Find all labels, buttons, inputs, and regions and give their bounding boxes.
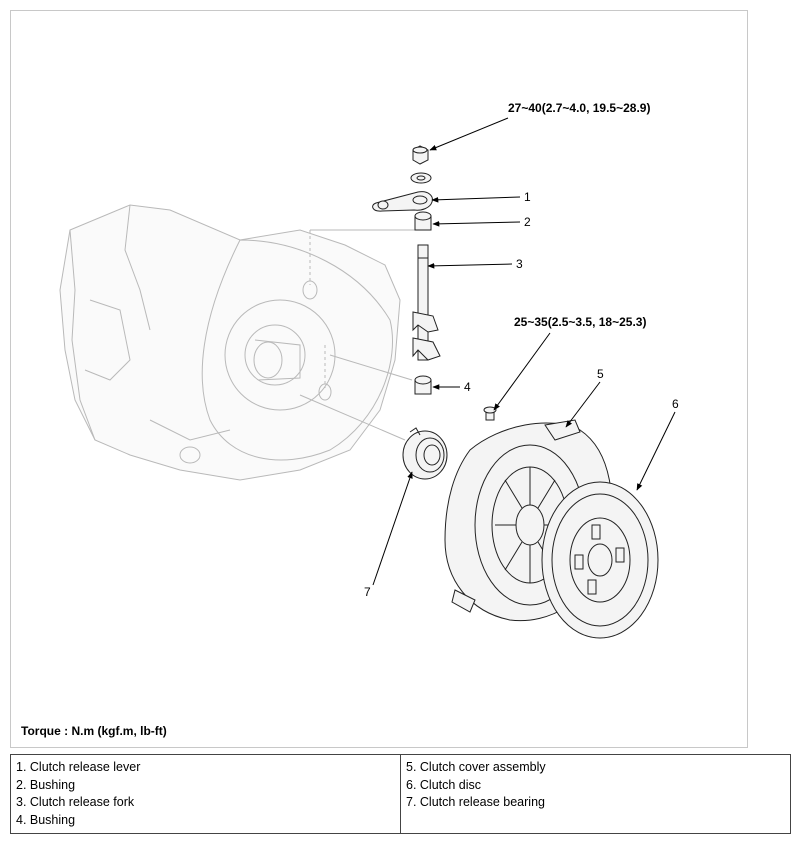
legend-item: 6. Clutch disc	[406, 777, 482, 792]
callout-1: 1	[524, 190, 531, 204]
transaxle-housing-outline	[59, 204, 415, 481]
parts-legend-table: 1. Clutch release lever 2. Bushing 3. Cl…	[10, 754, 791, 834]
legend-item: 3. Clutch release fork	[16, 795, 135, 809]
legend-item: 2. Bushing	[16, 777, 76, 792]
callout-5: 5	[597, 367, 604, 381]
callout-7: 7	[364, 585, 371, 599]
callout-torque-bolt: 25~35(2.5~3.5, 18~25.3)	[514, 315, 646, 329]
callout-6: 6	[672, 397, 679, 411]
lever-nut	[412, 145, 429, 165]
callout-2: 2	[524, 215, 531, 229]
clutch-disc	[541, 481, 659, 639]
legend-item: 1. Clutch release lever	[16, 760, 141, 774]
legend-column-right: 5. Clutch cover assembly 6. Clutch disc …	[400, 755, 790, 833]
legend-item: 5. Clutch cover assembly	[406, 760, 546, 774]
cover-bolt	[483, 406, 497, 421]
bushing-upper	[414, 211, 432, 231]
bushing-lower	[414, 375, 432, 395]
callout-3: 3	[516, 257, 523, 271]
legend-item: 7. Clutch release bearing	[406, 795, 545, 809]
callout-torque-nut: 27~40(2.7~4.0, 19.5~28.9)	[508, 101, 650, 115]
torque-units-note: Torque : N.m (kgf.m, lb-ft)	[21, 724, 167, 738]
legend-item: 4. Bushing	[16, 812, 76, 827]
leader-lines	[372, 117, 676, 586]
legend-column-left: 1. Clutch release lever 2. Bushing 3. Cl…	[11, 755, 400, 833]
clutch-release-fork	[412, 244, 441, 361]
callout-4: 4	[464, 380, 471, 394]
clutch-release-lever	[372, 191, 433, 212]
washer	[410, 172, 432, 184]
clutch-release-bearing	[402, 427, 448, 480]
exploded-view-diagram: 27~40(2.7~4.0, 19.5~28.9) 25~35(2.5~3.5,…	[21, 101, 679, 738]
